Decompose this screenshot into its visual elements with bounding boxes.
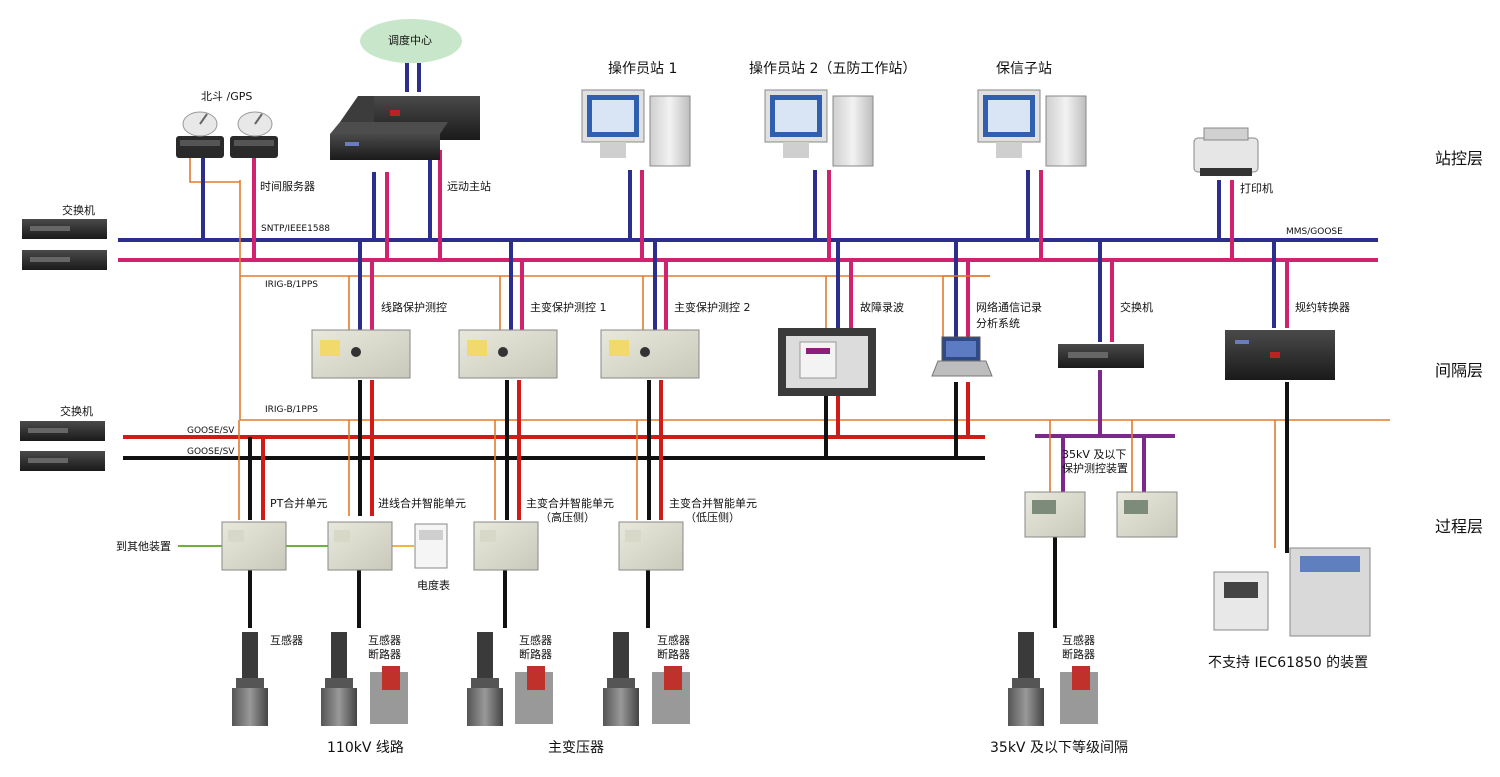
transformer-protection-device-2 xyxy=(600,329,700,379)
operator-station-1-label: 操作员站 1 xyxy=(608,61,678,77)
non-iec-device-1 xyxy=(1213,571,1269,631)
protection-substation-pc xyxy=(977,89,1087,167)
network-analyzer-label-1: 网络通信记录 xyxy=(976,301,1042,314)
time-server-label: 时间服务器 xyxy=(260,180,315,193)
current-transformer-1 xyxy=(232,632,268,726)
lv-protection-device-2 xyxy=(1116,491,1178,538)
pt-merging-unit-device xyxy=(221,521,287,571)
station-layer-label: 站控层 xyxy=(1435,149,1484,168)
transformer-breaker-b-label-1: 互感器 xyxy=(519,634,552,647)
transformer-mu-low-device xyxy=(618,521,684,571)
process-layer-label: 过程层 xyxy=(1435,517,1484,536)
network-analyzer-laptop xyxy=(931,336,993,377)
transformer-breaker-d-label-1: 互感器 xyxy=(1062,634,1095,647)
transformer-mu-low-label-1: 主变合并智能单元 xyxy=(669,497,757,510)
non-iec-devices-label: 不支持 IEC61850 的装置 xyxy=(1208,655,1369,671)
to-other-devices-label: 到其他装置 xyxy=(116,540,171,553)
breaker-3 xyxy=(652,666,690,724)
transformer-breaker-a-label-1: 互感器 xyxy=(368,634,401,647)
mms-goose-bus-label: MMS/GOOSE xyxy=(1286,227,1343,237)
connections xyxy=(178,63,1289,628)
line-protection-device xyxy=(311,329,411,379)
network-analyzer-label-2: 分析系统 xyxy=(976,317,1020,330)
transformer-mu-low-label-2: （低压侧） xyxy=(685,511,740,524)
dispatch-center-cloud xyxy=(360,19,462,63)
lv-protection-label-1: 35kV 及以下 xyxy=(1062,448,1127,461)
protocol-converter-device xyxy=(1225,330,1335,380)
pt-merging-unit-label: PT合并单元 xyxy=(270,497,328,510)
current-transformer-5 xyxy=(1008,632,1044,726)
transformer-label-1: 互感器 xyxy=(270,634,303,647)
transformer-mu-high-label-2: （高压侧） xyxy=(540,511,595,524)
beidou-gps-label: 北斗 /GPS xyxy=(201,90,253,103)
bay-layer-label: 间隔层 xyxy=(1435,361,1484,380)
transformer-breaker-a-label-2: 断路器 xyxy=(368,648,401,661)
lv-protection-label-2: 保护测控装置 xyxy=(1062,462,1128,475)
printer-label: 打印机 xyxy=(1240,182,1273,195)
station-switch-label: 交换机 xyxy=(62,204,95,217)
transformer-mu-high-device xyxy=(473,521,539,571)
station-buses xyxy=(118,180,1390,460)
breaker-2 xyxy=(515,666,553,724)
transformer-breaker-d-label-2: 断路器 xyxy=(1062,648,1095,661)
bay-switch-label: 交换机 xyxy=(1120,301,1153,314)
transformer-protection-2-label: 主变保护测控 2 xyxy=(674,301,751,314)
transformer-mu-high-label-1: 主变合并智能单元 xyxy=(526,497,614,510)
bay-switch xyxy=(1058,344,1144,368)
fault-recorder-label: 故障录波 xyxy=(860,301,904,314)
transformer-breaker-b-label-2: 断路器 xyxy=(519,648,552,661)
sntp-bus-label: SNTP/IEEE1588 xyxy=(261,224,331,234)
line-110kv-caption: 110kV 线路 xyxy=(327,740,404,756)
remote-master-label: 远动主站 xyxy=(447,180,491,193)
protection-substation-label: 保信子站 xyxy=(996,61,1052,77)
remote-master-rack xyxy=(330,96,480,160)
gps-antenna-1 xyxy=(176,111,224,158)
current-transformer-4 xyxy=(603,632,639,726)
operator-station-2 xyxy=(764,89,874,167)
lv-protection-device-1 xyxy=(1024,491,1086,538)
dispatch-center-label: 调度中心 xyxy=(388,34,432,47)
fault-recorder-device xyxy=(778,328,876,396)
current-transformer-2 xyxy=(321,632,357,726)
breaker-4 xyxy=(1060,666,1098,724)
protocol-converter-label: 规约转换器 xyxy=(1295,301,1350,314)
irig-bus-label-1: IRIG-B/1PPS xyxy=(265,280,318,290)
goose-sv-label-1: GOOSE/SV xyxy=(187,426,235,436)
transformer-breaker-c-label-1: 互感器 xyxy=(657,634,690,647)
printer xyxy=(1193,127,1259,176)
transformer-protection-1-label: 主变保护测控 1 xyxy=(530,301,607,314)
incoming-merging-unit-label: 进线合并智能单元 xyxy=(378,497,466,510)
line-protection-label: 线路保护测控 xyxy=(381,301,447,314)
transformer-protection-device-1 xyxy=(458,329,558,379)
process-switch-label: 交换机 xyxy=(60,405,93,418)
station-switches xyxy=(22,219,107,270)
incoming-merging-unit-device xyxy=(327,521,393,571)
operator-station-1 xyxy=(581,89,691,167)
breaker-1 xyxy=(370,666,408,724)
gps-antenna-2 xyxy=(230,111,278,158)
operator-station-2-label: 操作员站 2（五防工作站） xyxy=(749,61,917,77)
goose-sv-label-2: GOOSE/SV xyxy=(187,447,235,457)
non-iec-device-2 xyxy=(1289,547,1371,637)
main-transformer-caption: 主变压器 xyxy=(548,740,604,756)
low-voltage-bay-caption: 35kV 及以下等级间隔 xyxy=(990,740,1128,756)
process-switches xyxy=(20,421,105,471)
irig-bus-label-2: IRIG-B/1PPS xyxy=(265,405,318,415)
current-transformer-3 xyxy=(467,632,503,726)
energy-meter-device xyxy=(414,523,448,569)
transformer-breaker-c-label-2: 断路器 xyxy=(657,648,690,661)
energy-meter-label: 电度表 xyxy=(417,579,450,592)
